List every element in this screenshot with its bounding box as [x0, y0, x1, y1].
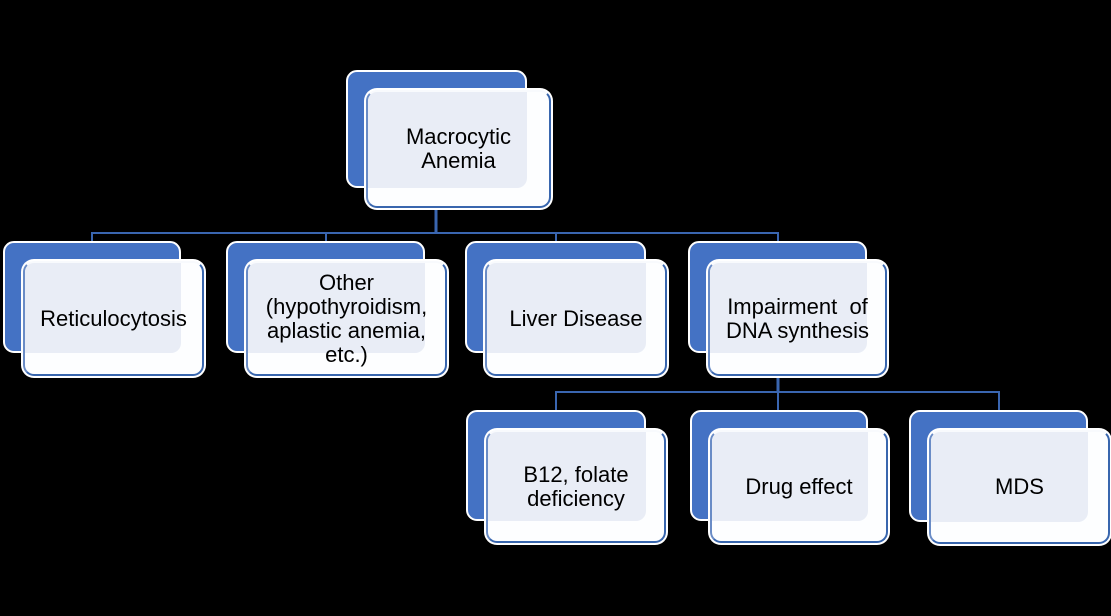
- node-label: MDS: [995, 474, 1044, 499]
- node-box-tint: [710, 263, 867, 353]
- node-box: Liver Disease: [485, 261, 667, 376]
- node-box-tint: [712, 432, 868, 521]
- node-label: Macrocytic Anemia: [405, 124, 512, 173]
- node-box: Impairment of DNA synthesis: [708, 261, 887, 376]
- node-box-tint: [931, 432, 1088, 522]
- node-label: Other (hypothyroidism, aplastic anemia, …: [265, 269, 428, 367]
- node-box: Other (hypothyroidism, aplastic anemia, …: [246, 261, 447, 376]
- node-box-tint: [368, 92, 527, 188]
- node-label: Liver Disease: [509, 305, 643, 331]
- node-label: Impairment of DNA synthesis: [725, 293, 870, 343]
- node-box: Macrocytic Anemia: [366, 90, 551, 208]
- node-box-tint: [488, 432, 646, 521]
- node-box: B12, folate deficiency: [486, 430, 666, 543]
- node-label: Drug effect: [745, 473, 853, 499]
- node-label: Reticulocytosis: [40, 305, 187, 331]
- node-box: MDS: [929, 430, 1110, 544]
- node-box: Reticulocytosis: [23, 261, 204, 376]
- node-box-tint: [487, 263, 646, 353]
- node-label: B12, folate deficiency: [523, 461, 629, 511]
- node-box-tint: [25, 263, 181, 353]
- node-box-tint: [248, 263, 425, 353]
- node-box: Drug effect: [710, 430, 888, 543]
